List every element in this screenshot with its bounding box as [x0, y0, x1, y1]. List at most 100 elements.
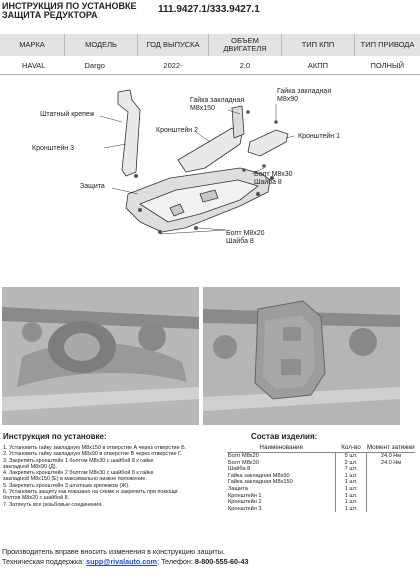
- doc-title-line1: ИНСТРУКЦИЯ ПО УСТАНОВКЕ: [2, 1, 137, 11]
- instruction-line: 7. Затянуть все резьбовые соединения.: [3, 501, 103, 508]
- label-nut-m8x90-line2: M8x90: [277, 96, 299, 103]
- row-torque: 24.0 Нм: [380, 459, 402, 466]
- row-qty: 2 шт.: [335, 459, 367, 467]
- row-qty: 1 шт.: [335, 485, 367, 493]
- spec-header-year: ГОД ВЫПУСКА: [137, 34, 209, 56]
- exploded-diagram: Гайка закладная M8x90 Гайка закладная M8…: [0, 82, 420, 282]
- exploded-diagram-drawing: [99, 89, 295, 235]
- bracket2-part: [177, 127, 243, 173]
- row-name: Гайка закладная M8x150: [228, 479, 293, 486]
- spec-header-model: МОДЕЛЬ: [64, 34, 138, 56]
- row-qty: 1 шт.: [335, 499, 367, 506]
- document-header: ИНСТРУКЦИЯ ПО УСТАНОВКЕ ЗАЩИТА РЕДУКТОРА…: [0, 0, 420, 34]
- spec-cell-model: Dargo: [64, 56, 138, 75]
- spec-header-drive: ТИП ПРИВОДА: [354, 34, 420, 56]
- spec-cell-brand: HAVAL: [0, 56, 65, 75]
- label-nut-m8x150-line1: Гайка закладная: [190, 97, 245, 104]
- footer: Производитель вправе вносить изменения в…: [2, 547, 420, 567]
- photo-after: [203, 287, 400, 425]
- support-phone: 8-800-555-60-43: [194, 557, 249, 566]
- photo-before: [2, 287, 199, 425]
- row-torque: [367, 506, 416, 513]
- instruction-line: 2. Установить гайку закладную M8x90 в от…: [3, 451, 182, 458]
- label-nut-m8x150-line2: M8x150: [190, 105, 215, 112]
- support-email-link[interactable]: supp@rivalauto.com: [86, 557, 158, 566]
- bracket1-part: [247, 129, 289, 157]
- table-row: Защита 1 шт.: [227, 485, 416, 493]
- install-photos: [2, 287, 418, 425]
- table-row: Кронштейн 1 1 шт.: [227, 492, 416, 500]
- row-name: Болт M8x20: [228, 453, 259, 459]
- row-qty: 1 шт.: [335, 492, 367, 500]
- spec-header-brand: МАРКА: [0, 34, 65, 56]
- instruction-line: закладной M8x90 (Д).: [3, 463, 58, 470]
- instruction-line: 5. Закрепить кронштейн 3 штатным крепежо…: [3, 482, 130, 489]
- row-torque: [367, 466, 416, 473]
- instruction-line: закладной M8x150 (Е) в максимально низко…: [3, 476, 147, 483]
- spec-cell-drive: ПОЛНЫЙ: [354, 56, 420, 75]
- article-number: 111.9427.1/333.9427.1: [158, 4, 260, 15]
- table-row: Кронштейн 2 1 шт.: [227, 499, 415, 506]
- row-torque: [367, 479, 416, 486]
- support-label: Техническая поддержка:: [2, 557, 85, 566]
- instruction-line: 3. Закрепить кронштейн 1 болтом M8x30 с …: [3, 457, 154, 464]
- table-row: Гайка закладная M8x90 1 шт.: [227, 472, 416, 480]
- label-bracket3: Кронштейн 3: [32, 145, 74, 152]
- table-row: Гайка закладная M8x150 1 шт.: [227, 479, 415, 486]
- spec-header-gearbox: ТИП КПП: [281, 34, 355, 56]
- row-torque: [367, 493, 416, 500]
- instructions-title: Инструкция по установке:: [3, 432, 107, 441]
- table-row: Болт M8x30 2 шт. 24.0 Нм: [227, 459, 415, 467]
- spec-header-engine: ОБЪЕМ ДВИГАТЕЛЯ: [208, 34, 282, 56]
- row-torque: [367, 486, 416, 493]
- phone-label: ; Телефон:: [157, 557, 193, 566]
- row-qty: 1 шт.: [335, 505, 367, 513]
- doc-title-line2: ЗАЩИТА РЕДУКТОРА: [2, 10, 98, 20]
- row-name: Шайба 8: [228, 466, 251, 473]
- row-torque: [367, 473, 416, 480]
- instruction-line: 1. Установить гайку закладную M8x150 в о…: [3, 445, 187, 451]
- install-instructions: Инструкция по установке: 1. Установить г…: [0, 428, 200, 508]
- row-name: Кронштейн 1: [228, 492, 262, 499]
- label-guard: Защита: [80, 183, 105, 190]
- composition-header-torque: Момент затяжки: [366, 443, 415, 453]
- row-torque: 24.0 Нм: [380, 453, 402, 459]
- label-bracket2: Кронштейн 2: [156, 127, 198, 134]
- composition-title: Состав изделия:: [251, 432, 318, 441]
- spec-cell-engine: 2.0: [208, 56, 282, 75]
- table-row: Болт M8x20 5 шт. 24.0 Нм: [227, 452, 415, 460]
- row-name: Кронштейн 2: [228, 499, 262, 506]
- row-qty: 1 шт.: [335, 479, 367, 486]
- label-bolt-m8x20-line2: Шайба 8: [226, 238, 254, 245]
- row-name: Болт M8x30: [228, 459, 259, 466]
- row-name: Защита: [228, 485, 248, 492]
- row-name: Гайка закладная M8x90: [228, 472, 290, 479]
- kit-composition: Состав изделия: Наименование Кол-во Моме…: [227, 428, 420, 513]
- table-row: Шайба 8 7 шт.: [227, 466, 415, 473]
- spec-cell-gearbox: АКПП: [281, 56, 355, 75]
- label-bracket1: Кронштейн 1: [298, 133, 340, 140]
- label-bolt-m8x20-line1: Болт M8x20: [226, 230, 265, 237]
- row-qty: 1 шт.: [335, 472, 367, 480]
- row-qty: 7 шт.: [335, 466, 367, 473]
- vehicle-spec-table: МАРКА МОДЕЛЬ ГОД ВЫПУСКА ОБЪЕМ ДВИГАТЕЛЯ…: [0, 34, 420, 75]
- label-nut-m8x150: Гайка закладная M8x150: [190, 97, 244, 113]
- spec-cell-year: 2022-: [137, 56, 209, 75]
- composition-header-name: Наименование: [227, 443, 336, 453]
- label-nut-m8x90: Гайка закладная M8x90: [277, 88, 331, 104]
- footer-disclaimer: Производитель вправе вносить изменения в…: [2, 547, 225, 556]
- composition-table: Наименование Кол-во Момент затяжки Болт …: [227, 443, 416, 513]
- bracket3-part: [117, 89, 141, 177]
- label-bolt-m8x20: Болт M8x20 Шайба 8: [226, 230, 265, 246]
- label-bolt-m8x30: Болт M8x30 Шайба 8: [254, 171, 293, 187]
- row-torque: [367, 499, 416, 506]
- label-nut-m8x90-line1: Гайка закладная: [277, 88, 332, 95]
- label-bolt-m8x30-line1: Болт M8x30: [254, 171, 293, 178]
- instruction-line: 4. Закрепить кронштейн 2 болтом M8x30 с …: [3, 470, 154, 477]
- footer-support: Техническая поддержка: supp@rivalauto.co…: [2, 557, 420, 567]
- label-std-fastener: Штатный крепеж: [40, 111, 95, 118]
- instruction-line: болтов M8x20 с шайбой 8.: [3, 495, 70, 502]
- instruction-line: 6. Установить защиту как показано на схе…: [3, 489, 178, 496]
- row-qty: 5 шт.: [335, 452, 367, 460]
